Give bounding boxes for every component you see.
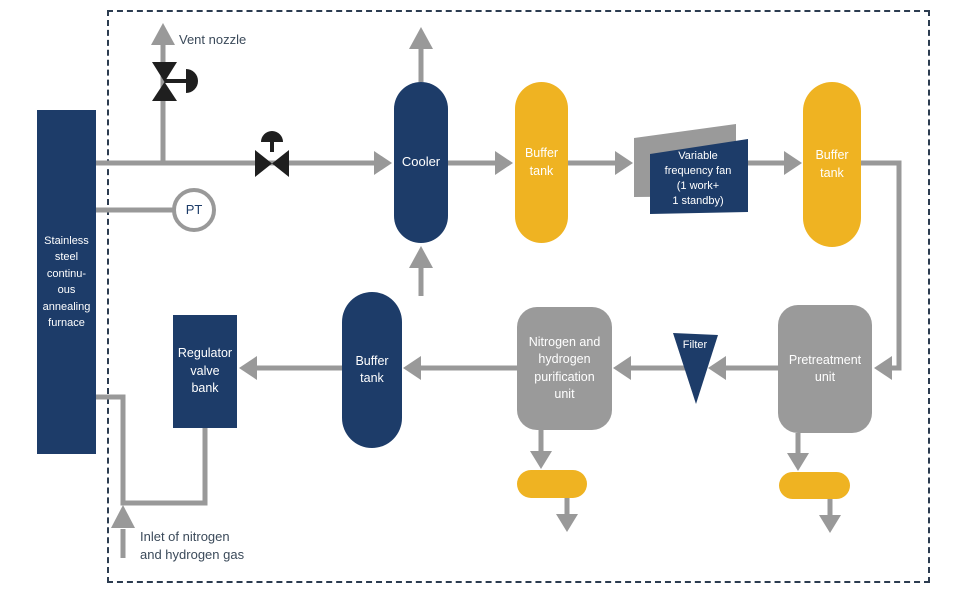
arrowhead-into-filter [708,356,726,380]
arrowhead-into-buffer2 [784,151,802,175]
vent-nozzle-label: Vent nozzle [179,32,247,47]
arrowhead-into-buffer1 [495,151,513,175]
arrowhead-vent-up [151,23,175,45]
arrowhead-into-fan [615,151,633,175]
arrowhead-into-regulator [239,356,257,380]
pipe-buffer2-to-pretreatment [861,160,902,371]
furnace-vessel: Stainless steel continu- ous annealing f… [37,110,96,454]
cooler-vessel: Cooler [394,82,448,243]
arrowhead-pretreatment-drain [787,453,809,471]
filter-label: Filter [682,339,708,351]
arrowhead-into-buffer3 [403,356,421,380]
regulator-valve-bank-vessel: Regulator valve bank [173,315,237,428]
arrowhead-cooler-vent-up [409,27,433,49]
pretreatment-drain-capsule [779,472,850,499]
variable-frequency-fan-label: Variable frequency fan (1 work+ 1 standb… [664,150,732,207]
vent-valve-icon [152,62,198,101]
arrowhead-inlet-up [111,505,135,528]
arrowhead-into-cooler-bottom [409,246,433,268]
system-boundary-dashed-border [107,10,930,583]
pressure-transmitter-gauge: PT [172,188,216,232]
purification-unit-vessel: Nitrogen and hydrogen purification unit [517,307,612,430]
pretreatment-unit-vessel: Pretreatment unit [778,305,872,433]
arrowhead-purification-drain [530,451,552,469]
inlet-gas-label: Inlet of nitrogen and hydrogen gas [140,529,245,562]
buffer-tank-2-vessel: Buffer tank [803,82,861,247]
arrowhead-into-pretreatment [874,356,892,380]
arrowhead-into-cooler [374,151,392,175]
purification-drain-capsule [517,470,587,498]
fan-work-blade-shape [650,139,748,214]
filter-triangle [673,333,718,404]
arrowhead-purification-drain-out [556,514,578,532]
buffer-tank-3-vessel: Buffer tank [342,292,402,448]
pipe-regulator-to-furnace [96,394,208,506]
buffer-tank-1-vessel: Buffer tank [515,82,568,243]
arrowhead-into-purification [613,356,631,380]
control-valve-icon [255,131,289,177]
arrowhead-pretreatment-drain-out [819,515,841,533]
